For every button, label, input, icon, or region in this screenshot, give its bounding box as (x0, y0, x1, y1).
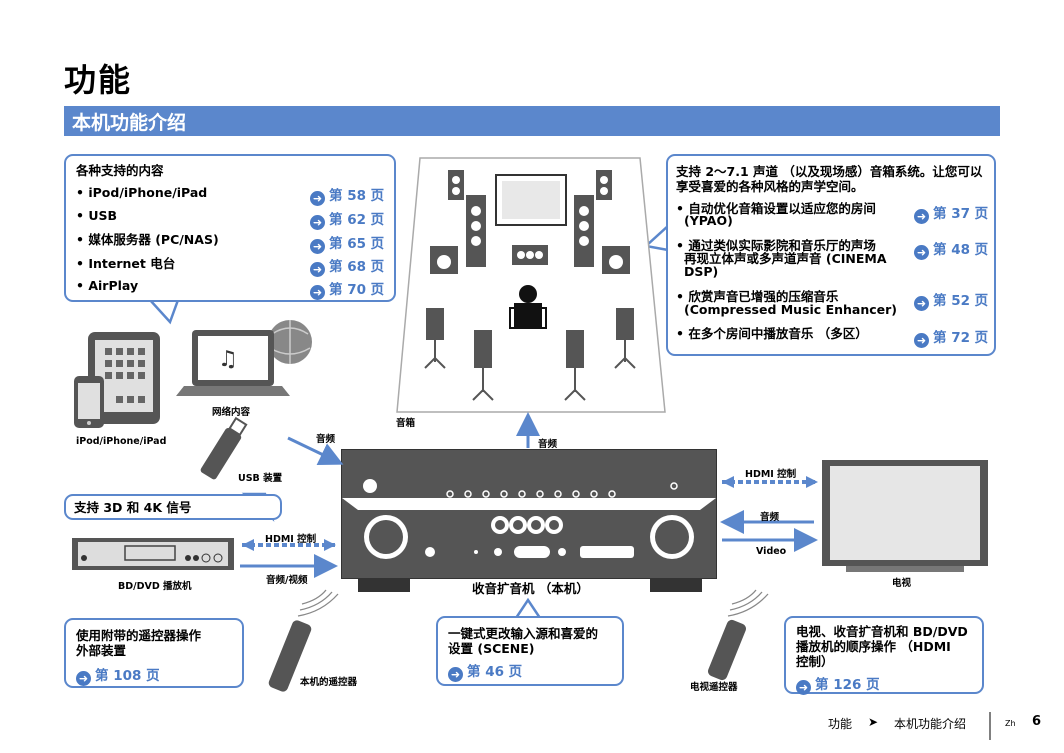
arrow-right-icon: ➜ (310, 215, 325, 230)
scene-line1: 一键式更改输入源和喜爱的 (448, 626, 599, 641)
contents-callout-tail (147, 298, 180, 325)
scene-line2: 设置 (SCENE) (448, 641, 535, 656)
network-label: 网络内容 (212, 407, 251, 418)
breadcrumb-item[interactable]: 功能 (828, 717, 853, 731)
bd-label: BD/DVD 播放机 (118, 581, 192, 592)
svg-text:♫: ♫ (218, 347, 238, 372)
speakers-label: 音箱 (396, 418, 416, 429)
contents-item-label: • iPod/iPhone/iPad (76, 185, 208, 200)
tv (822, 460, 988, 572)
speaker-audio-label: 音频 (538, 439, 558, 450)
av-receiver (341, 449, 717, 592)
speaker-item-line: 再现立体声或多声道声音 (CINEMA (684, 251, 887, 266)
contents-item-page-link[interactable]: ➜第 65 页 (310, 232, 384, 254)
page-number: 6 (1032, 714, 1042, 729)
arrow-right-icon: ➜ (310, 285, 325, 300)
tv-remote-label: 电视遥控器 (690, 682, 738, 693)
contents-item-page-link[interactable]: ➜第 70 页 (310, 278, 384, 300)
iphone-device (74, 376, 104, 428)
arrow-right-icon: ➜ (914, 333, 929, 348)
contents-item-label: • AirPlay (76, 278, 139, 293)
av-in-label: 音频/视频 (266, 575, 308, 586)
speaker-item-page-link[interactable]: ➜第 48 页 (914, 238, 988, 260)
hdmi-ctrl-left-label: HDMI 控制 (265, 534, 317, 545)
speaker-item-line: • 通过类似实际影院和音乐厅的声场 (676, 238, 876, 253)
section-title: 本机功能介绍 (72, 112, 187, 134)
section-header-bar: 本机功能介绍 (64, 106, 1000, 136)
arrow-right-icon: ➜ (914, 209, 929, 224)
speaker-room (396, 157, 666, 413)
speaker-item-line: (YPAO) (684, 213, 733, 228)
unit-remote-waves (297, 589, 339, 617)
unit-remote (268, 620, 312, 692)
contents-item-label: • Internet 电台 (76, 256, 176, 271)
language-tag: Zh (1005, 719, 1016, 728)
tv-label: 电视 (892, 578, 912, 589)
breadcrumb-arrow-icon: ➤ (868, 715, 879, 729)
speaker-item-line: • 欣赏声音已增强的压缩音乐 (676, 289, 839, 304)
hdmi-line1: 电视、收音扩音机和 BD/DVD (796, 624, 968, 639)
contents-item-page-link[interactable]: ➜第 58 页 (310, 184, 384, 206)
arrow-right-icon: ➜ (310, 262, 325, 277)
audio-in-label: 音频 (316, 434, 336, 445)
contents-item-label: • 媒体服务器 (PC/NAS) (76, 232, 219, 247)
arrow-right-icon: ➜ (310, 239, 325, 254)
page-title: 功能 (64, 61, 133, 99)
remote-callout: 使用附带的遥控器操作 外部装置 ➜第 108 页 (64, 618, 244, 688)
contents-item-page-link[interactable]: ➜第 68 页 (310, 255, 384, 277)
arrow-right-icon: ➜ (914, 296, 929, 311)
threed-callout: 支持 3D 和 4K 信号 (64, 494, 282, 520)
usb-stick (200, 416, 248, 480)
speaker-item-line: (Compressed Music Enhancer) (684, 302, 898, 317)
speaker-callout: 支持 2～7.1 声道 （以及现场感）音箱系统。让您可以 享受喜爱的各种风格的声… (666, 154, 996, 356)
arrow-right-icon: ➜ (76, 671, 91, 686)
hdmi-line3: 控制） (796, 654, 834, 669)
remote-page-link[interactable]: ➜第 108 页 (76, 664, 160, 686)
arrow-right-icon: ➜ (310, 191, 325, 206)
speaker-item-line: DSP) (684, 264, 719, 279)
speaker-item-line: • 自动优化音箱设置以适应您的房间 (676, 201, 876, 216)
receiver-label: 收音扩音机 （本机） (472, 581, 589, 596)
speaker-title-line1: 支持 2～7.1 声道 （以及现场感）音箱系统。让您可以 (676, 164, 983, 179)
bd-player (72, 538, 234, 570)
usb-label: USB 装置 (238, 473, 283, 484)
hdmi-line2: 播放机的顺序操作 （HDMI (796, 639, 951, 654)
speaker-item-page-link[interactable]: ➜第 37 页 (914, 202, 988, 224)
speaker-item-page-link[interactable]: ➜第 72 页 (914, 326, 988, 348)
threed-title: 支持 3D 和 4K 信号 (74, 500, 192, 515)
hdmi-page-link[interactable]: ➜第 126 页 (796, 673, 880, 695)
ipad-device (88, 332, 160, 424)
video-label: Video (756, 546, 787, 557)
breadcrumb-item[interactable]: 本机功能介绍 (894, 717, 967, 731)
contents-item-page-link[interactable]: ➜第 62 页 (310, 208, 384, 230)
ipod-label: iPod/iPhone/iPad (76, 436, 167, 447)
tv-remote-waves (727, 589, 769, 617)
scene-callout: 一键式更改输入源和喜爱的 设置 (SCENE) ➜第 46 页 (436, 616, 624, 686)
arrow-right-icon: ➜ (796, 680, 811, 695)
contents-callout: 各种支持的内容 • iPod/iPhone/iPad ➜第 58 页 • USB… (64, 154, 396, 302)
contents-title: 各种支持的内容 (76, 163, 164, 178)
speaker-title-line2: 享受喜爱的各种风格的声学空间。 (676, 179, 864, 194)
contents-item-label: • USB (76, 208, 118, 223)
speaker-item-page-link[interactable]: ➜第 52 页 (914, 289, 988, 311)
arrow-right-icon: ➜ (914, 245, 929, 260)
hdmi-callout: 电视、收音扩音机和 BD/DVD 播放机的顺序操作 （HDMI 控制） ➜第 1… (784, 616, 984, 695)
speaker-item-line: • 在多个房间中播放音乐 （多区） (676, 326, 868, 341)
hdmi-ctrl-right-label: HDMI 控制 (745, 469, 797, 480)
unit-remote-label: 本机的遥控器 (300, 677, 358, 688)
audio-tv-label: 音频 (760, 512, 780, 523)
remote-line1: 使用附带的遥控器操作 (76, 628, 202, 643)
scene-page-link[interactable]: ➜第 46 页 (448, 660, 522, 682)
laptop-network: ♫ (176, 320, 312, 396)
remote-line2: 外部装置 (76, 643, 127, 658)
tv-remote (707, 619, 747, 681)
audio-in-arrow (287, 436, 344, 466)
arrow-right-icon: ➜ (448, 667, 463, 682)
